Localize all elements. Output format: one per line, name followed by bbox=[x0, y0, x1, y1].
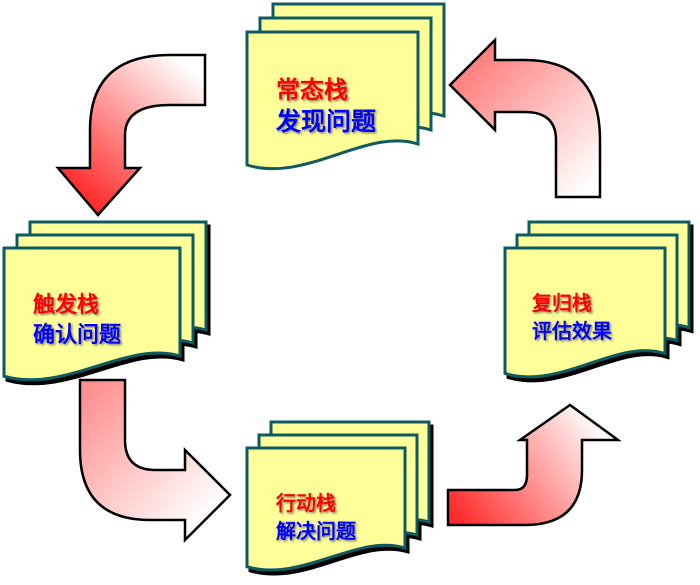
arrow-action-to-recovery bbox=[446, 403, 622, 527]
stage-subtitle: 解决问题 bbox=[276, 519, 357, 543]
stage-title: 常态栈 bbox=[276, 76, 348, 104]
stack-trigger bbox=[2, 220, 208, 382]
arrow-trigger-to-action bbox=[78, 378, 232, 544]
stack-recovery bbox=[503, 220, 691, 379]
document-sheet bbox=[245, 446, 407, 572]
stack-trigger-label: 触发栈 确认问题 bbox=[33, 292, 122, 348]
document-sheet bbox=[503, 246, 667, 379]
arrow-normal-to-trigger bbox=[55, 53, 207, 217]
stack-action-label: 行动栈 解决问题 bbox=[275, 491, 357, 543]
stage-subtitle: 评估效果 bbox=[532, 319, 612, 343]
stack-normal-label: 常态栈 发现问题 bbox=[275, 76, 376, 136]
stage-title: 复归栈 bbox=[531, 291, 592, 315]
stage-title: 行动栈 bbox=[275, 491, 336, 515]
document-sheet bbox=[245, 30, 420, 171]
stage-title: 触发栈 bbox=[33, 292, 99, 318]
stage-subtitle: 确认问题 bbox=[33, 322, 122, 348]
stack-recovery-label: 复归栈 评估效果 bbox=[531, 291, 612, 343]
arrow-recovery-to-normal bbox=[448, 36, 602, 199]
document-sheet bbox=[2, 246, 182, 382]
stage-subtitle: 发现问题 bbox=[275, 107, 376, 136]
stack-action bbox=[245, 420, 431, 572]
stack-normal bbox=[245, 2, 446, 171]
